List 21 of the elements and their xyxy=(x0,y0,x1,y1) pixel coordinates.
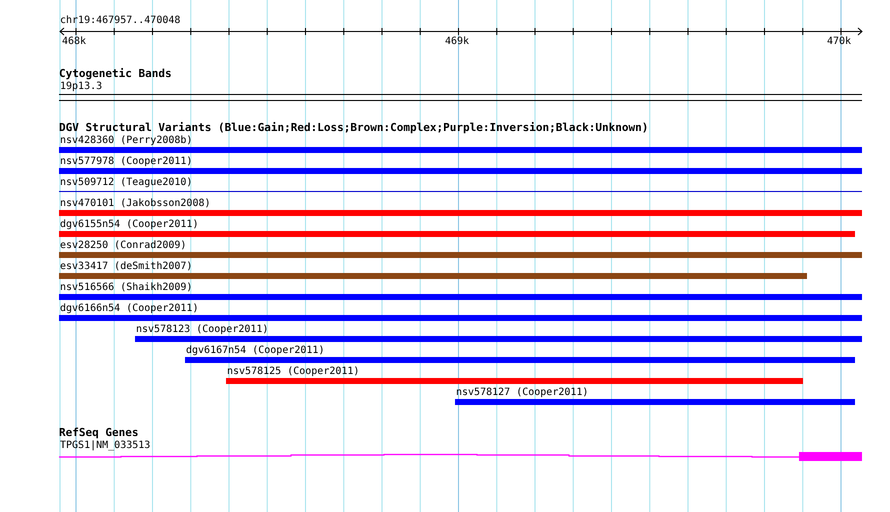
variant-label: nsv516566 (Shaikh2009) xyxy=(60,282,192,293)
tick-label: 468k xyxy=(62,36,86,47)
variant-label: nsv577978 (Cooper2011) xyxy=(60,156,192,167)
variant-label: dgv6166n54 (Cooper2011) xyxy=(60,303,198,314)
variant-label: nsv509712 (Teague2010) xyxy=(60,177,192,188)
variant-label: dgv6167n54 (Cooper2011) xyxy=(186,345,324,356)
position-label: chr19:467957..470048 xyxy=(60,15,180,26)
variant-label: nsv578127 (Cooper2011) xyxy=(456,387,588,398)
variant-label: nsv470101 (Jakobsson2008) xyxy=(60,198,211,209)
variant-label: nsv428360 (Perry2008b) xyxy=(60,135,192,146)
tick-label: 469k xyxy=(445,36,470,47)
variant-label: nsv578125 (Cooper2011) xyxy=(227,366,360,377)
track-title: Cytogenetic Bands xyxy=(59,68,172,79)
track-title: DGV Structural Variants (Blue:Gain;Red:Loss;Brown:Complex;Purple:Inversion;Black:Unknown) xyxy=(59,122,648,133)
variant-label: dgv6155n54 (Cooper2011) xyxy=(60,219,198,230)
variant-label: esv33417 (deSmith2007) xyxy=(60,261,192,272)
band-label: 19p13.3 xyxy=(60,81,102,92)
variant-label: nsv578123 (Cooper2011) xyxy=(136,324,268,335)
tick-label: 470k xyxy=(827,36,852,47)
gene-label: TPGS1|NM_033513 xyxy=(60,440,150,451)
variant-label: esv28250 (Conrad2009) xyxy=(60,240,186,251)
